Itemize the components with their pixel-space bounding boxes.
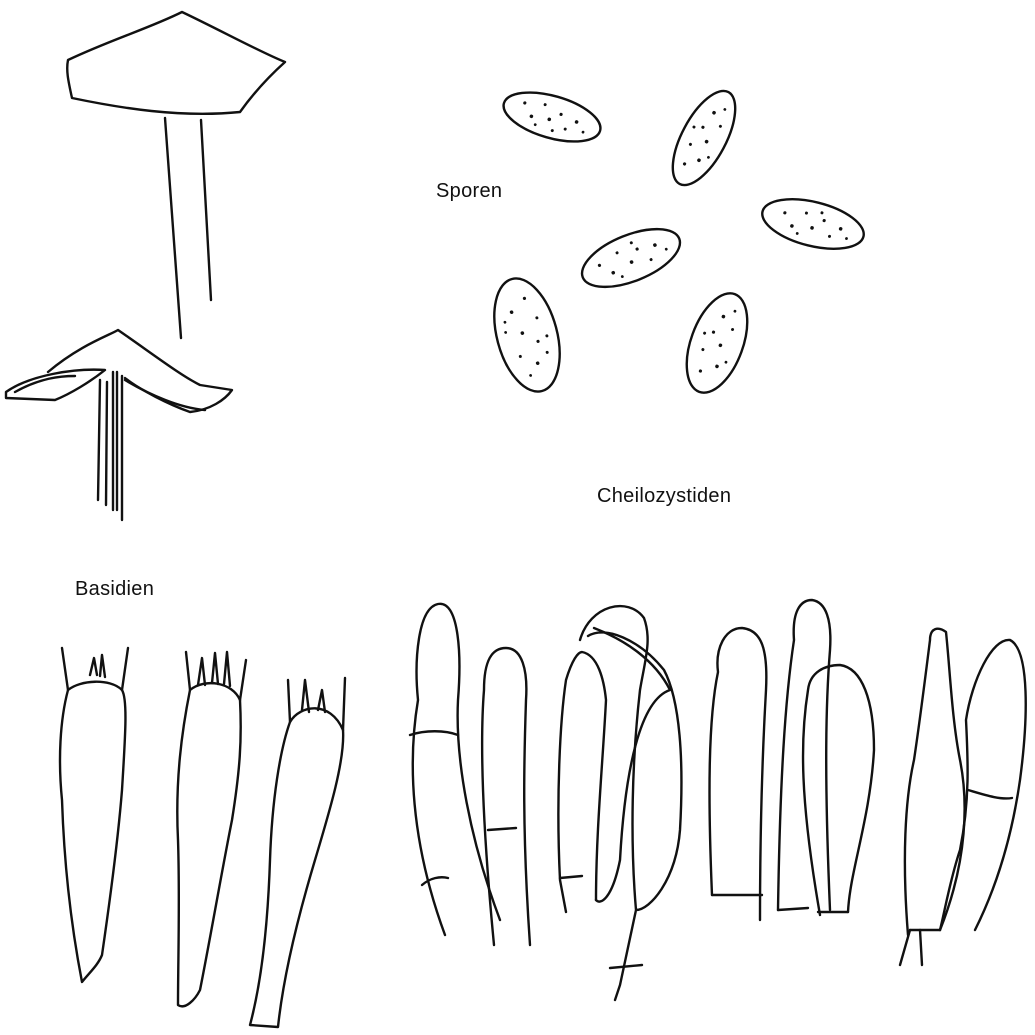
stem-right-line [201, 120, 211, 300]
basidium-apex [68, 682, 122, 690]
sterigma [90, 655, 105, 677]
septum [610, 965, 642, 968]
basidium-apex [290, 708, 343, 730]
spore-outline [675, 285, 759, 401]
cystidium [803, 665, 874, 915]
fruitbody-habit [67, 12, 285, 338]
cap-outline [67, 12, 285, 114]
septum [778, 908, 808, 910]
septum [488, 828, 516, 830]
spore-outline [483, 271, 571, 399]
spore [757, 190, 869, 258]
spore [574, 217, 688, 299]
section-left-gill [15, 376, 75, 392]
cystidium [558, 652, 606, 912]
basidium [177, 652, 246, 1006]
cheilocystidia-group [410, 600, 1026, 1000]
spore-outline [757, 190, 869, 258]
septum [968, 790, 1012, 798]
spores-group [483, 82, 869, 401]
spore [483, 271, 571, 399]
septum [560, 876, 582, 878]
cystidium [482, 648, 530, 945]
section-stem-inner-left [106, 382, 107, 505]
fruitbody-section [6, 330, 232, 520]
spore-outline [498, 83, 606, 151]
spore [498, 83, 606, 151]
stem-left-line [165, 118, 181, 338]
spore-outline [574, 217, 688, 299]
section-left-flap [6, 370, 105, 400]
spore-outline [660, 82, 748, 194]
cystidium [905, 629, 965, 935]
septum [410, 731, 458, 735]
basidium [250, 678, 345, 1027]
cystidium [940, 640, 1026, 930]
sterigma [198, 652, 230, 686]
cystidium [413, 604, 500, 935]
basidium [60, 648, 128, 982]
spore [675, 285, 759, 401]
basidium-apex [190, 683, 240, 700]
spore [660, 82, 748, 194]
basidia-group [60, 648, 345, 1027]
cystidium [710, 628, 767, 920]
section-stem-outer-left [98, 380, 100, 500]
section-right-gill [125, 380, 205, 410]
hypha-base [900, 930, 922, 965]
cystidium [580, 606, 681, 1000]
septum [422, 877, 448, 885]
